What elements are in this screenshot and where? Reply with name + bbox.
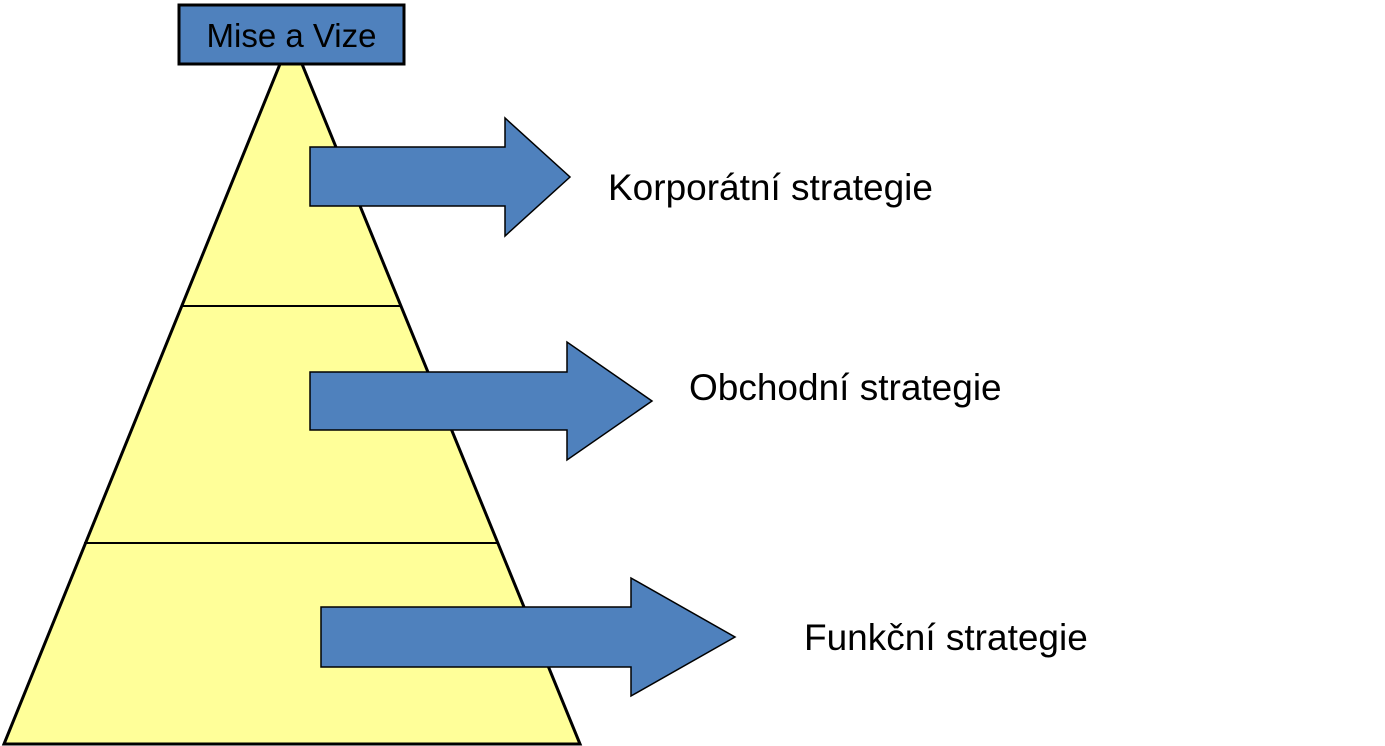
arrow-obchodni [309, 340, 654, 462]
arrow-funkcni [320, 576, 737, 698]
mission-vision-label: Mise a Vize [207, 17, 377, 54]
level-label-korporatni: Korporátní strategie [608, 167, 933, 208]
level-label-funkcni: Funkční strategie [804, 617, 1088, 658]
arrow-korporatni [309, 116, 572, 238]
level-label-obchodni: Obchodní strategie [689, 367, 1002, 408]
mission-vision-box [177, 3, 406, 66]
